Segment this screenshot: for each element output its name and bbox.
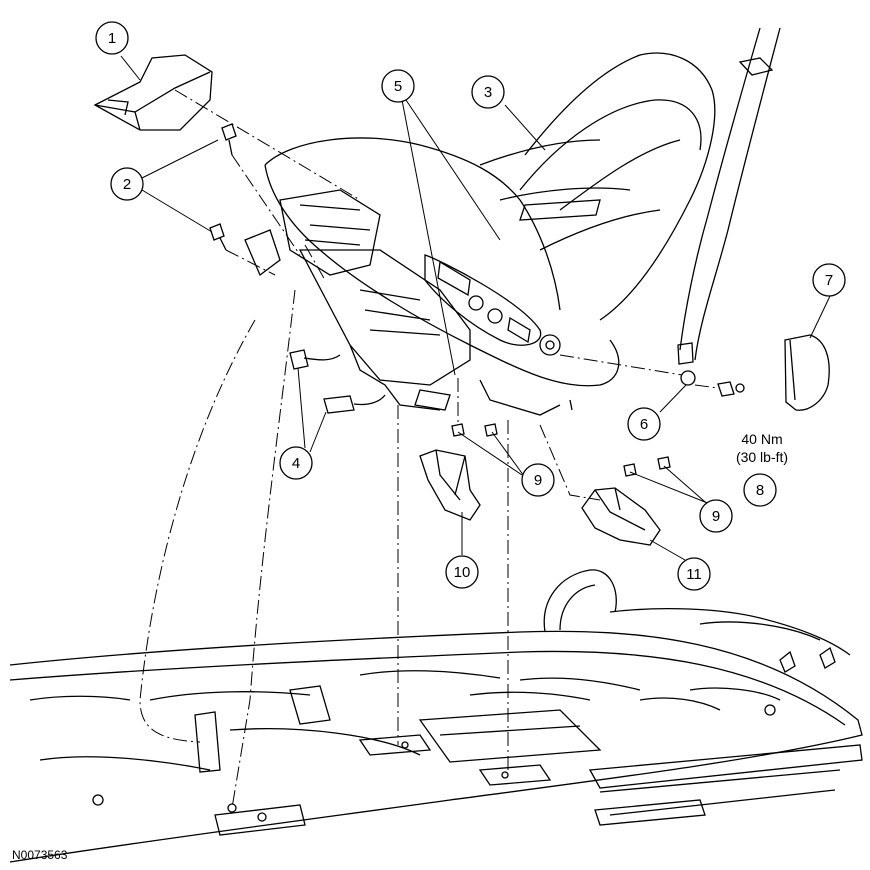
callout-2-label: 2 [123,176,131,193]
callout-7-label: 7 [825,272,833,289]
part-6-8-anchor [680,370,745,397]
leader-lines [120,55,831,561]
seat-belt [677,27,781,365]
callout-9-left-label: 9 [534,472,542,489]
callout-5-label: 5 [394,78,402,95]
callout-11-label: 11 [686,566,702,583]
torque-spec-imperial: (30 lb-ft) [736,449,788,465]
callout-7: 7 [812,263,846,297]
alignment-lines [139,89,719,809]
seat-assembly [244,52,716,416]
callout-10-label: 10 [454,564,471,581]
part-2-bolts [209,123,237,251]
callout-4: 4 [279,446,313,480]
part-4-connectors [289,349,386,414]
callout-6: 6 [627,407,661,441]
callout-3-label: 3 [484,84,492,101]
part-11-bracket [581,487,661,546]
part-10-bracket [419,449,481,521]
callout-3: 3 [471,75,505,109]
callout-10: 10 [445,555,479,589]
callout-1-label: 1 [108,30,116,47]
callout-11: 11 [677,557,711,591]
callout-1: 1 [95,21,129,55]
callout-8: 8 [743,473,777,507]
callout-8-label: 8 [756,482,764,499]
torque-spec-metric: 40 Nm [741,431,782,447]
figure-id: N0073563 [12,848,68,862]
callout-9-right: 9 [699,499,733,533]
callout-5: 5 [381,69,415,103]
callout-4-label: 4 [292,455,300,472]
callout-9-right-label: 9 [712,508,720,525]
floor-pan [9,569,863,863]
part-1-cover [93,54,213,131]
callout-6-label: 6 [640,416,648,433]
callout-9-left: 9 [521,463,555,497]
callout-2: 2 [110,167,144,201]
part-7-trim-cover [784,334,830,411]
